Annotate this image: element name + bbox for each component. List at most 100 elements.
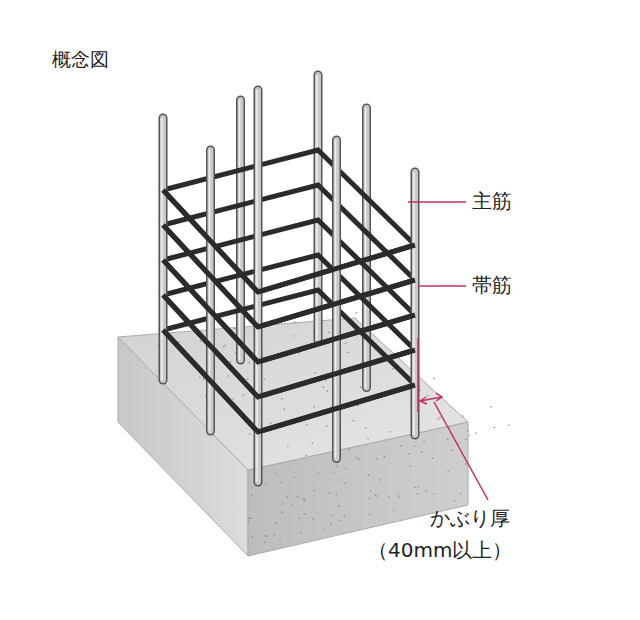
- texture-dot: [264, 542, 266, 544]
- texture-dot: [357, 405, 359, 407]
- texture-dot: [264, 378, 266, 380]
- texture-dot: [200, 340, 202, 342]
- texture-dot: [304, 500, 306, 502]
- texture-dot: [417, 486, 419, 488]
- texture-dot: [462, 415, 464, 417]
- texture-dot: [389, 431, 391, 433]
- tie-bar: [163, 290, 415, 432]
- texture-dot: [224, 345, 226, 347]
- main-bar: [208, 150, 214, 431]
- texture-dot: [287, 497, 289, 499]
- main-bar-highlight: [316, 75, 318, 340]
- texture-dot: [274, 534, 276, 536]
- texture-dot: [421, 451, 423, 453]
- texture-dot: [370, 490, 372, 492]
- texture-dot: [234, 328, 236, 330]
- main-bar-highlight: [365, 108, 367, 388]
- texture-dot: [398, 496, 400, 498]
- texture-dot: [345, 468, 347, 470]
- texture-dot: [465, 439, 467, 441]
- texture-dot: [248, 520, 250, 522]
- texture-dot: [408, 453, 410, 455]
- texture-dot: [432, 457, 434, 459]
- texture-dot: [332, 514, 334, 516]
- main-bar-outline: [159, 118, 168, 380]
- main-bar-highlight: [413, 172, 415, 435]
- texture-dot: [223, 346, 225, 348]
- texture-dot: [298, 517, 300, 519]
- texture-dot: [490, 406, 492, 408]
- texture-dot: [227, 375, 229, 377]
- texture-dot: [349, 449, 351, 451]
- texture-dot: [460, 493, 462, 495]
- texture-dot: [314, 490, 316, 492]
- texture-dot: [291, 505, 293, 507]
- texture-dot: [325, 380, 327, 382]
- tie-bar: [163, 220, 415, 362]
- texture-dot: [360, 386, 362, 388]
- texture-dot: [356, 457, 358, 459]
- texture-dot: [293, 335, 295, 337]
- tie-bar: [163, 295, 415, 397]
- texture-dot: [333, 471, 335, 473]
- texture-dot: [287, 445, 289, 447]
- texture-dot: [300, 532, 302, 534]
- texture-dot: [368, 498, 370, 500]
- main-bar: [238, 100, 244, 360]
- texture-dot: [365, 427, 367, 429]
- texture-dot: [312, 518, 314, 520]
- texture-dot: [199, 376, 201, 378]
- texture-dot: [369, 514, 371, 516]
- texture-dot: [384, 456, 386, 458]
- texture-dot: [348, 352, 350, 354]
- main-bar-outline: [236, 100, 245, 360]
- texture-dot: [423, 440, 425, 442]
- texture-dot: [427, 395, 429, 397]
- texture-dot: [344, 515, 346, 517]
- texture-dot: [414, 446, 416, 448]
- texture-dot: [281, 512, 283, 514]
- texture-dot: [251, 495, 253, 497]
- main-bar-outline: [411, 172, 420, 435]
- texture-dot: [326, 425, 328, 427]
- main-bar-highlight: [209, 150, 211, 431]
- texture-dot: [314, 406, 316, 408]
- texture-dot: [275, 522, 277, 524]
- texture-dot: [280, 482, 282, 484]
- texture-dot: [249, 433, 251, 435]
- texture-dot: [339, 520, 341, 522]
- texture-dot: [279, 538, 281, 540]
- texture-dot: [247, 378, 249, 380]
- rebar-cage: [162, 75, 415, 482]
- tie-bar: [163, 150, 415, 292]
- main-bar-highlight: [161, 118, 163, 380]
- texture-dot: [410, 465, 412, 467]
- texture-dot: [494, 427, 496, 429]
- tie-bar: [163, 190, 415, 292]
- texture-dot: [508, 424, 510, 426]
- texture-dot: [243, 395, 245, 397]
- texture-dot: [326, 390, 328, 392]
- leader-lines: [408, 202, 488, 500]
- texture-dot: [465, 463, 467, 465]
- part-label: 帯筋: [472, 273, 512, 297]
- texture-dot: [323, 387, 325, 389]
- texture-dot: [303, 498, 305, 500]
- texture-dot: [344, 483, 346, 485]
- texture-dot: [324, 529, 326, 531]
- texture-dot: [230, 361, 232, 363]
- main-bar: [255, 90, 261, 482]
- texture-dot: [315, 372, 317, 374]
- texture-dot: [330, 524, 332, 526]
- texture-dot: [425, 490, 427, 492]
- tie-bar: [163, 255, 415, 397]
- texture-dot: [318, 473, 320, 475]
- texture-dot: [376, 458, 378, 460]
- texture-dot: [417, 493, 419, 495]
- texture-dot: [328, 492, 330, 494]
- texture-dot: [379, 479, 381, 481]
- texture-dot: [305, 455, 307, 457]
- texture-dot: [367, 438, 369, 440]
- texture-dot: [312, 442, 314, 444]
